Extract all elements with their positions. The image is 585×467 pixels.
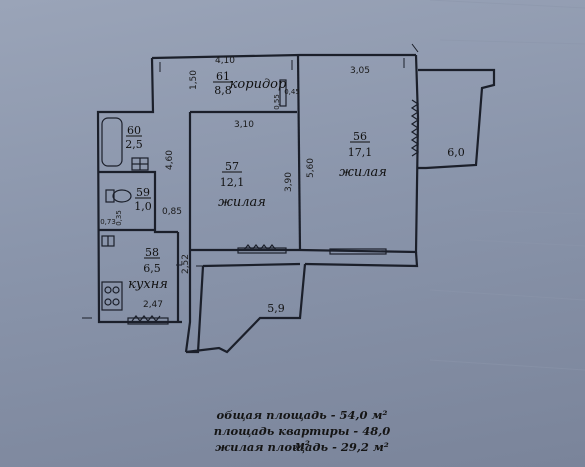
room-name: жилая	[339, 165, 387, 180]
room-id: 61	[216, 70, 230, 83]
room-57: 57 12,1 жилая	[218, 160, 266, 210]
room-id: 57	[225, 160, 239, 173]
room-59: 59 1,0	[134, 186, 152, 213]
room-area: 8,8	[214, 84, 232, 97]
room-area: 17,1	[348, 146, 373, 159]
room-id: 56	[353, 130, 367, 143]
windows	[127, 99, 420, 325]
dim-corridor-top: 4,10	[215, 56, 235, 66]
room-58: 58 6,5 кухня	[128, 246, 168, 292]
dim-wc-small-1: 0,73	[100, 218, 116, 226]
room-id: 60	[127, 124, 141, 137]
dim-bath-height: 4,60	[165, 150, 175, 170]
dim-room56-height: 5,60	[306, 158, 316, 178]
dim-corridor-small-1: 0,45	[284, 88, 300, 96]
bathtub-icon	[101, 117, 123, 167]
room-61: 61 8,8 коридор	[213, 70, 287, 97]
room-area: 6,5	[143, 262, 161, 275]
room-name: жилая	[218, 195, 266, 210]
dim-room56-top: 3,05	[350, 66, 370, 76]
room-60: 60 2,5	[125, 124, 143, 151]
room-id: 58	[145, 246, 159, 259]
room-id: 59	[136, 186, 150, 199]
dim-corridor-left: 1,50	[189, 70, 199, 90]
toilet-icon	[112, 189, 132, 203]
room-name: кухня	[128, 277, 168, 292]
shaft-icon	[279, 79, 287, 107]
apartment-area-line: площадь квартиры - 48,0 м²	[213, 424, 391, 452]
room-area: 1,0	[134, 200, 152, 213]
dimension-ticks	[82, 43, 419, 319]
dim-kitchen-width: 2,47	[143, 300, 163, 310]
dim-room57-height: 3,90	[284, 172, 294, 192]
balcony-area-2: 5,9	[267, 302, 285, 315]
dim-wc-small-2: 0,35	[115, 210, 123, 226]
room-area: 12,1	[220, 176, 245, 189]
room-56: 56 17,1 жилая	[339, 130, 387, 180]
dim-corridor-small-2: 0,55	[273, 94, 281, 110]
dim-wc-width: 0,85	[162, 207, 182, 217]
stove-icon	[101, 281, 123, 311]
fixtures	[101, 79, 287, 311]
balcony-area-1: 6,0	[447, 146, 465, 159]
dim-room57-top: 3,10	[234, 120, 254, 130]
room-name: коридор	[230, 77, 287, 92]
total-area-line: общая площадь - 54,0 м²	[216, 408, 388, 422]
paper-texture	[429, 0, 585, 371]
living-area-line: жилая площадь - 29,2 м²	[215, 440, 389, 454]
dim-kitchen-height: 2,52	[181, 254, 191, 274]
room-area: 2,5	[125, 138, 143, 151]
walls	[96, 53, 496, 354]
